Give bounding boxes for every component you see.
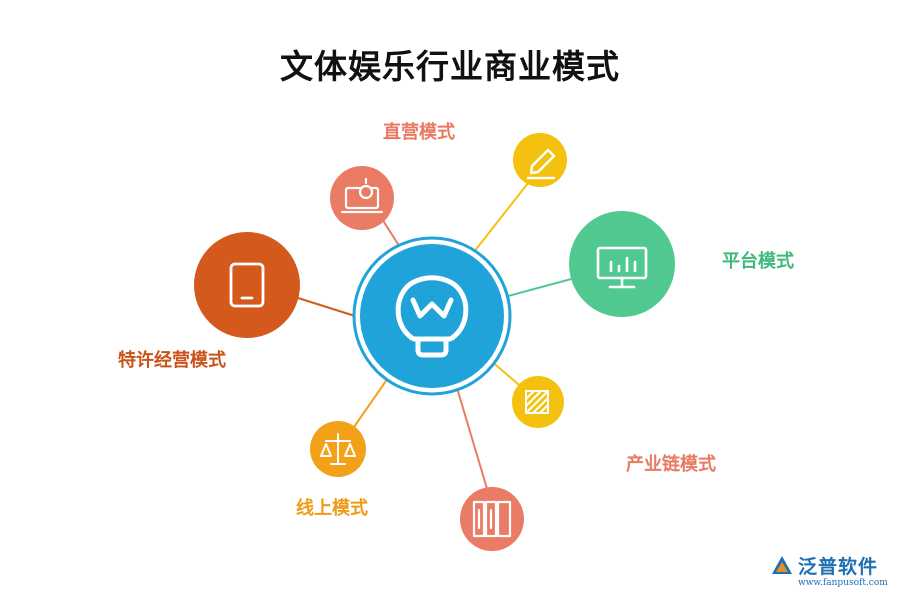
label-chain: 产业链模式 — [626, 454, 716, 475]
page-title: 文体娱乐行业商业模式 — [280, 47, 620, 86]
user-laptop-icon — [340, 177, 384, 214]
node-franchise — [194, 232, 300, 338]
label-platform: 平台模式 — [722, 251, 794, 272]
brand-url: www.fanpusoft.com — [798, 578, 888, 588]
tablet-icon — [229, 262, 265, 308]
monitor-chart-icon — [596, 246, 648, 289]
brand-logo: 泛普软件 www.fanpusoft.com — [770, 552, 895, 598]
node-books — [460, 487, 524, 551]
label-franchise: 特许经营模式 — [118, 350, 226, 371]
node-pencil — [513, 133, 567, 187]
node-direct — [330, 166, 394, 230]
pencil-icon — [526, 148, 556, 180]
brand-name: 泛普软件 — [798, 556, 879, 578]
node-platform — [569, 211, 675, 317]
connector-platform — [507, 277, 576, 297]
label-direct: 直营模式 — [383, 122, 455, 143]
node-pattern — [512, 376, 564, 428]
node-online — [310, 421, 366, 477]
books-icon — [472, 500, 512, 538]
label-online: 线上模式 — [296, 498, 368, 519]
brand-mark-icon — [772, 556, 792, 574]
connector-franchise — [297, 297, 356, 317]
connector-pencil — [469, 177, 533, 258]
center-node — [352, 236, 512, 396]
connector-books — [456, 387, 489, 493]
scale-icon — [320, 433, 356, 465]
lightbulb-w-icon — [395, 275, 469, 358]
striped-square-icon — [525, 390, 549, 414]
